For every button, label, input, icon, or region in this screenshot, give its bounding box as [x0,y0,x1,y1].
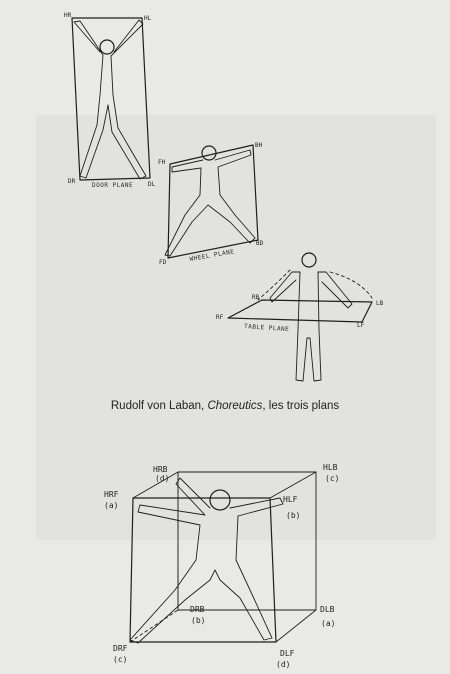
cube-label-hlb-sub: (c) [325,474,339,483]
cube-label-dlb-sub: (a) [321,619,335,628]
table-plane-figure: RB LB RF LF TABLE PLANE [216,253,384,381]
door-corner-hr: HR [64,12,72,19]
cube-label-hrf: HRF [104,490,119,499]
caption-rest: , les trois plans [262,400,339,412]
wheel-corner-bh: BH [255,142,263,149]
table-corner-rb: RB [252,294,260,301]
cube-label-hlb: HLB [323,463,338,472]
caption-author: Rudolf von Laban, [111,400,204,412]
wheel-corner-fd: FD [159,259,167,266]
table-plane-label: TABLE PLANE [244,323,290,333]
wheel-figure-head [202,146,216,160]
door-corner-dl: DL [148,181,156,188]
cube-label-hrf-sub: (a) [104,501,118,510]
table-corner-lf: LF [357,322,365,329]
cube-label-dlb: DLB [320,605,335,614]
wheel-plane-figure: FH BH FD BD WHEEL PLANE [158,142,264,266]
cube-label-drb-sub: (b) [191,616,205,625]
wheel-corner-fh: FH [158,159,166,166]
table-plane-quad [228,300,372,322]
door-plane-figure: HR HL DR DL DOOR PLANE [64,12,156,189]
table-figure-head [302,253,316,267]
cube-label-drb: DRB [190,605,205,614]
cube-label-dlf-sub: (d) [276,660,290,669]
cube-figure-head [210,490,230,510]
wheel-plane-rectangle [168,145,258,258]
cube-label-dlf: DLF [280,649,295,658]
cube-figure-body [130,478,283,643]
cube-figure: HRB (d) HLB (c) HRF (a) HLF (b) DRB (b) … [104,463,339,669]
table-motion-dashes [258,270,372,300]
door-figure-head [100,40,114,54]
door-corner-hl: HL [144,15,152,22]
caption-book-title: Choreutics [207,400,262,412]
cube-label-hlf: HLF [283,495,298,504]
door-corner-dr: DR [68,178,76,185]
door-plane-rectangle [72,18,150,180]
wheel-corner-bd: BD [256,240,264,247]
door-plane-label: DOOR PLANE [92,182,133,189]
cube-label-drf: DRF [113,644,128,653]
cube-label-drf-sub: (c) [113,655,127,664]
table-corner-lb: LB [376,300,384,307]
wheel-plane-label: WHEEL PLANE [189,248,235,263]
cube-label-hlf-sub: (b) [286,511,300,520]
cube-label-hrb-sub: (d) [155,474,169,483]
wheel-figure-body [165,150,255,256]
table-corner-rf: RF [216,314,224,321]
door-figure-body [74,20,146,179]
figure-caption: Rudolf von Laban, Choreutics, les trois … [0,400,450,412]
cube-label-hrb: HRB [153,465,168,474]
